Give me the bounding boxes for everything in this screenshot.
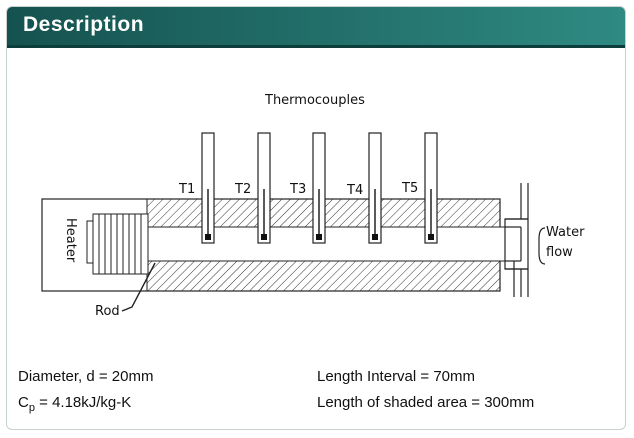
thermocouple-5 <box>424 132 438 244</box>
thermocouple-label-2: T2 <box>234 182 251 197</box>
thermocouple-label-1: T1 <box>178 182 195 197</box>
water-flow-bracket <box>538 227 546 265</box>
insulation-bottom <box>146 260 501 292</box>
water-jacket <box>504 218 529 270</box>
panel-header: Description <box>7 7 625 48</box>
diameter-spec: Diameter, d = 20mm <box>18 368 154 385</box>
rod <box>146 226 506 262</box>
thermocouple-3 <box>312 132 326 244</box>
water-label-line2: flow <box>546 245 573 260</box>
shaded-length-spec: Length of shaded area = 300mm <box>317 394 535 411</box>
description-panel: Description Thermocouples <box>6 6 626 430</box>
thermocouple-label-5: T5 <box>401 181 418 196</box>
rod-label: Rod <box>95 304 120 319</box>
panel-title: Description <box>23 13 145 36</box>
cp-symbol: C <box>18 394 29 411</box>
rod-pointer <box>121 262 156 312</box>
apparatus-diagram: Thermocouples Heater <box>41 93 585 319</box>
cp-subscript: p <box>28 402 35 414</box>
heater-coil <box>86 213 149 275</box>
length-interval-spec: Length Interval = 70mm <box>317 368 476 385</box>
thermocouple-2 <box>257 132 271 244</box>
water-pipe <box>505 183 529 297</box>
thermocouple-label-4: T4 <box>346 183 363 198</box>
specific-heat-spec: Cp = 4.18kJ/kg-K <box>18 394 131 414</box>
thermocouple-1 <box>201 132 215 244</box>
water-label-line1: Water <box>546 225 585 240</box>
heater-label: Heater <box>63 218 78 263</box>
thermocouple-label-3: T3 <box>289 182 306 197</box>
cp-value: = 4.18kJ/kg-K <box>34 394 132 411</box>
thermocouples-title: Thermocouples <box>264 93 365 108</box>
thermocouple-4 <box>368 132 382 244</box>
